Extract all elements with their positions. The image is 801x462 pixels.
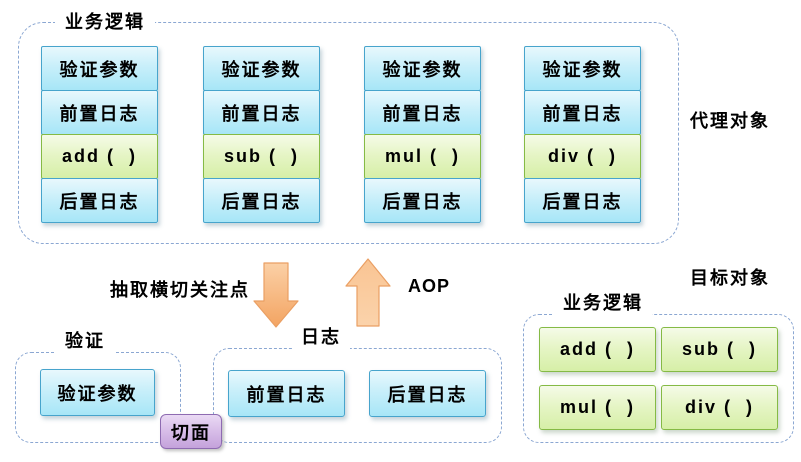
post-log-box: 后置日志 [369,370,486,417]
aop-arrow-up-icon [345,258,391,327]
sub-method-cell: sub ( ) [203,134,320,179]
post-log-cell: 后置日志 [203,178,320,223]
proxy-object-container: 业务逻辑 验证参数 前置日志 add ( ) 后置日志 验证参数 前置日志 su… [18,11,679,244]
add-method-box: add ( ) [539,327,656,372]
post-log-cell: 后置日志 [41,178,158,223]
validation-aspect-label: 验证 [56,331,114,356]
add-method-cell: add ( ) [41,134,158,179]
mul-method-box: mul ( ) [539,385,656,430]
extract-arrow-down-icon [253,262,299,328]
target-object-side-label: 目标对象 [690,268,770,288]
proxy-method-stack-add: 验证参数 前置日志 add ( ) 后置日志 [41,46,158,223]
mul-method-cell: mul ( ) [364,134,481,179]
proxy-method-stack-div: 验证参数 前置日志 div ( ) 后置日志 [524,46,641,223]
pre-log-cell: 前置日志 [41,90,158,135]
aop-label: AOP [408,276,451,296]
proxy-object-side-label: 代理对象 [690,111,770,131]
validation-aspect-container: 验证 验证参数 [15,331,181,443]
pre-log-cell: 前置日志 [203,90,320,135]
pre-log-box: 前置日志 [228,370,345,417]
validate-params-box: 验证参数 [40,369,155,416]
aspect-badge: 切面 [160,414,222,449]
extract-crosscut-label: 抽取横切关注点 [110,280,250,300]
target-container-label: 业务逻辑 [554,293,652,318]
sub-method-box: sub ( ) [661,327,778,372]
validate-params-cell: 验证参数 [364,46,481,91]
post-log-cell: 后置日志 [524,178,641,223]
validate-params-cell: 验证参数 [203,46,320,91]
proxy-method-stack-mul: 验证参数 前置日志 mul ( ) 后置日志 [364,46,481,223]
target-object-container: 业务逻辑 add ( ) sub ( ) mul ( ) div ( ) [523,293,794,443]
proxy-container-label: 业务逻辑 [55,11,155,34]
pre-log-cell: 前置日志 [364,90,481,135]
proxy-method-stack-sub: 验证参数 前置日志 sub ( ) 后置日志 [203,46,320,223]
div-method-box: div ( ) [661,385,778,430]
div-method-cell: div ( ) [524,134,641,179]
validate-params-cell: 验证参数 [524,46,641,91]
post-log-cell: 后置日志 [364,178,481,223]
log-aspect-container: 日志 前置日志 后置日志 [213,327,502,443]
pre-log-cell: 前置日志 [524,90,641,135]
log-aspect-label: 日志 [292,327,350,352]
validate-params-cell: 验证参数 [41,46,158,91]
